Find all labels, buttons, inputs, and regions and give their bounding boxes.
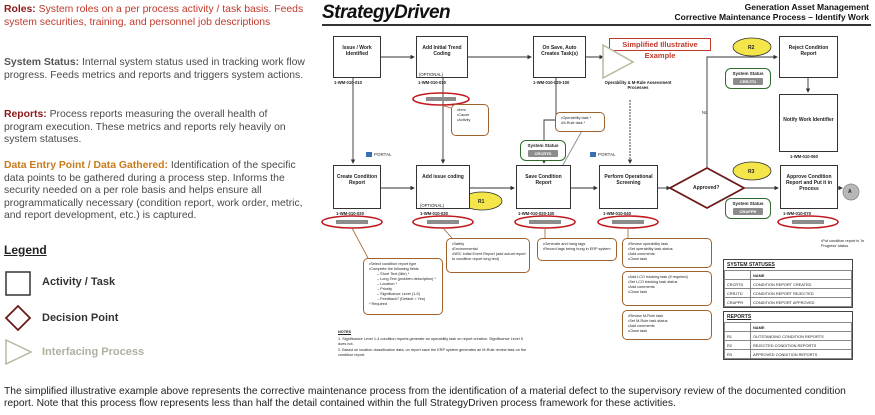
operability-label: Operability & M-Rule Assessment Processe… xyxy=(604,80,672,90)
tag-trend: 1-WM-010-010 xyxy=(418,80,446,85)
connector-a xyxy=(842,183,860,201)
status-pill-created: System Status CRCRTD xyxy=(520,140,566,161)
data-entry-text: Identification of the specific data poin… xyxy=(4,160,303,222)
roles-text: System roles on a per process activity /… xyxy=(4,4,304,28)
box-add-issue-coding[interactable]: Add issue coding xyxy=(416,165,470,209)
no-label: No xyxy=(702,110,708,115)
tag-issuecoding: 1-WM-010-030 xyxy=(420,211,448,216)
status-chip-rejected: CRRJTD xyxy=(733,78,763,85)
portal-icon-1[interactable]: PORTAL xyxy=(366,152,392,157)
tag-screening: 1-WM-010-040 xyxy=(603,211,631,216)
header-title: Generation Asset Management xyxy=(744,2,869,12)
note-coding-items: Safety Environmental NRC Initial Event R… xyxy=(446,238,530,273)
diagram-notes: NOTES 1. Significance Level 1-4 conditio… xyxy=(338,330,528,358)
reports-description: Reports: Process reports measuring the o… xyxy=(4,109,306,147)
bubble-r3-label: R3 xyxy=(748,169,755,175)
legend-interfacing-label: Interfacing Process xyxy=(42,346,145,358)
bubble-r2 xyxy=(732,37,772,57)
tag-savecr: 1-WM-010-020-100 xyxy=(518,211,555,216)
decision-diamond xyxy=(668,166,746,210)
portal-icon-2[interactable]: PORTAL xyxy=(590,152,616,157)
reports-text: Process reports measuring the overall he… xyxy=(4,109,286,146)
brand-logo: StrategyDriven xyxy=(322,2,451,23)
status-chip-approved: CRAPPR xyxy=(733,208,763,215)
legend-activity-symbol xyxy=(5,271,31,296)
bubble-r3 xyxy=(732,161,772,181)
box-add-trend-coding[interactable]: Add Initial Trend Coding xyxy=(416,36,468,78)
note-create-fields: Select condition report type Complete th… xyxy=(363,258,443,315)
legend-decision-label: Decision Point xyxy=(42,312,119,324)
status-pill-approved: System Status CRAPPR xyxy=(725,198,771,219)
box-notify-work-identifier[interactable]: Notify Work Identifier xyxy=(779,94,838,152)
bubble-r2-label: R2 xyxy=(748,45,755,51)
trend-optional: (OPTIONAL) xyxy=(419,72,443,77)
table-header: NAME xyxy=(724,270,852,280)
note-save-items: Generate and hang tags Record tags being… xyxy=(537,238,617,261)
box-operational-screening[interactable]: Perform Operational Screening xyxy=(599,165,658,209)
system-status-description: System Status: Internal system status us… xyxy=(4,57,306,82)
box-approve-condition-report[interactable]: Approve Condition Report and Put it in P… xyxy=(780,165,838,209)
table-header: NAME xyxy=(724,322,852,332)
status-chip-created: CRCRTD xyxy=(528,150,558,157)
data-entry-description: Data Entry Point / Data Gathered: Identi… xyxy=(4,160,306,223)
system-status-text: Internal system status used in tracking … xyxy=(4,57,305,81)
system-statuses-title: SYSTEM STATUSES xyxy=(727,262,775,268)
note-trend-items: Item Cause Activity xyxy=(451,104,489,136)
data-entry-label: Data Entry Point / Data Gathered: xyxy=(4,160,168,171)
roles-description: Roles: System roles on a per process act… xyxy=(4,4,306,29)
bubble-r1-label: R1 xyxy=(478,199,485,205)
reports-title: REPORTS xyxy=(727,314,752,320)
notes-title: NOTES xyxy=(338,330,352,334)
decision-label: Approved? xyxy=(693,185,720,191)
legend-interfacing-symbol xyxy=(5,338,33,365)
operability-process-shape xyxy=(602,43,635,80)
note-item-1: 1. Significance Level 1-4 condition repo… xyxy=(338,337,523,346)
roles-label: Roles: xyxy=(4,4,36,15)
tag-create: 1-WM-010-020 xyxy=(336,211,364,216)
ellipse-approve xyxy=(777,215,839,229)
box-save-condition-report[interactable]: Save Condition Report xyxy=(516,165,571,209)
status-pill-rejected: System Status CRRJTD xyxy=(725,68,771,89)
legend-decision-symbol xyxy=(4,304,32,332)
legend-activity-label: Activity / Task xyxy=(42,276,116,288)
tag-issue: 1-WM-010-010 xyxy=(334,80,362,85)
tag-approve: 1-WM-010-070 xyxy=(783,211,811,216)
note-approve-items: Put condition report in 'In Progress' st… xyxy=(816,236,872,252)
box-auto-create-tasks[interactable]: On Save, Auto Creates Task(s) xyxy=(533,36,586,78)
note-screening-mrule: Review M-Rule task Set M-Rule task statu… xyxy=(622,310,712,340)
simplified-label: Simplified Illustrative Example xyxy=(609,38,711,60)
tag-notify: 1-WM-010-060 xyxy=(790,154,818,159)
box-reject-condition-report[interactable]: Reject Condition Report xyxy=(779,36,838,78)
issuecoding-optional: (OPTIONAL) xyxy=(420,203,444,208)
tag-onsave: 1-WM-010-020-100 xyxy=(533,80,570,85)
reports-label: Reports: xyxy=(4,109,47,120)
legend-symbols xyxy=(4,271,33,365)
legend-title: Legend xyxy=(4,243,47,257)
note-screening-operability: Review operability task Set operability … xyxy=(622,238,712,268)
note-item-2: 2. Based on location classification data… xyxy=(338,348,527,357)
header-divider xyxy=(322,24,871,26)
header-subtitle: Corrective Maintenance Process – Identif… xyxy=(674,12,869,22)
system-status-label: System Status: xyxy=(4,57,80,68)
box-issue-identified[interactable]: Issue / Work Identified xyxy=(333,36,381,78)
footer-caption: The simplified illustrative example abov… xyxy=(4,386,846,410)
note-onsave-items: Operability task * M-Rule task * xyxy=(555,112,605,132)
box-create-condition-report[interactable]: Create Condition Report xyxy=(333,165,381,209)
connector-label: A xyxy=(848,189,852,195)
note-screening-lco: Add LCO tracking task (if required) Set … xyxy=(622,271,712,306)
